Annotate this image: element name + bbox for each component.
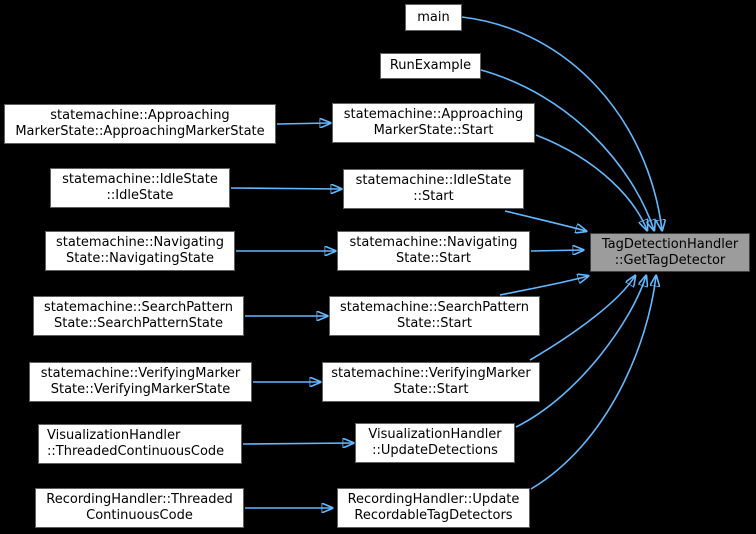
node-search-pattern-state-ctor[interactable]: statemachine::SearchPattern State::Searc… <box>33 296 244 336</box>
node-navigating-state-start[interactable]: statemachine::Navigating State::Start <box>337 231 530 271</box>
node-approaching-marker-state-ctor[interactable]: statemachine::Approaching MarkerState::A… <box>4 104 276 144</box>
edge-idle-ctor-to-start <box>230 188 341 189</box>
edge-viz-threaded-to-update <box>242 443 353 444</box>
node-main[interactable]: main <box>405 4 462 31</box>
edge-runexample-to-target <box>480 69 654 230</box>
edge-approaching-ctor-to-start <box>276 123 330 124</box>
node-approaching-marker-state-start[interactable]: statemachine::Approaching MarkerState::S… <box>332 103 535 143</box>
edge-navigating-start-to-target <box>530 250 583 251</box>
edge-main-to-target <box>461 16 662 230</box>
node-visualization-update-detections[interactable]: VisualizationHandler ::UpdateDetections <box>355 423 515 463</box>
node-verifying-marker-state-start[interactable]: statemachine::VerifyingMarker State::Sta… <box>322 362 540 402</box>
edge-idle-start-to-target <box>504 210 586 231</box>
node-search-pattern-state-start[interactable]: statemachine::SearchPattern State::Start <box>329 296 540 336</box>
node-verifying-marker-state-ctor[interactable]: statemachine::VerifyingMarker State::Ver… <box>29 362 252 402</box>
node-get-tag-detector[interactable]: TagDetectionHandler ::GetTagDetector <box>590 233 750 272</box>
node-run-example[interactable]: RunExample <box>380 53 481 79</box>
node-idle-state-start[interactable]: statemachine::IdleState ::Start <box>343 169 524 209</box>
node-recording-threaded-continuous-code[interactable]: RecordingHandler::Threaded ContinuousCod… <box>35 488 244 528</box>
node-visualization-threaded-continuous-code[interactable]: VisualizationHandler ::ThreadedContinuou… <box>38 424 242 464</box>
edge-verifying-start-to-target <box>529 276 635 361</box>
node-idle-state-ctor[interactable]: statemachine::IdleState ::IdleState <box>50 168 230 208</box>
edge-searchpattern-start-to-target <box>499 276 588 296</box>
node-navigating-state-ctor[interactable]: statemachine::Navigating State::Navigati… <box>45 231 235 271</box>
node-recording-update-recordable-tag-detectors[interactable]: RecordingHandler::Update RecordableTagDe… <box>337 488 530 528</box>
edge-approaching-start-to-target <box>535 134 647 230</box>
edge-rec-update-to-target <box>530 276 656 490</box>
edge-viz-update-to-target <box>515 276 646 428</box>
